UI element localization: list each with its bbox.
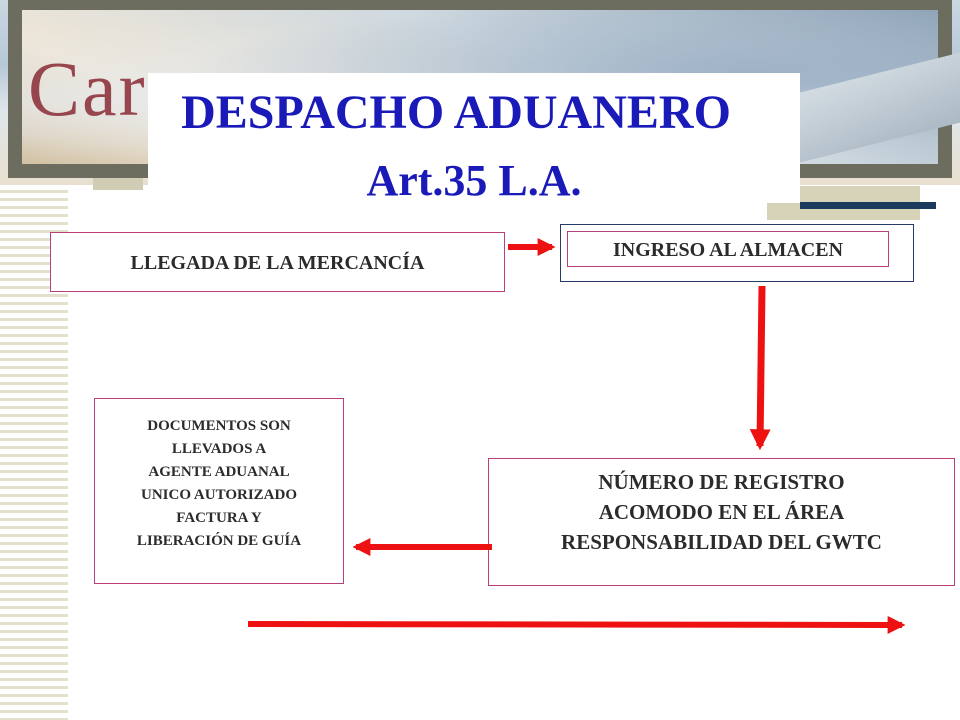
step-documentos-line: DOCUMENTOS SON [147,418,291,434]
title-box: DESPACHO ADUANERO Art.35 L.A. [148,73,800,205]
accent-bar-left [93,178,143,190]
accent-line-right [800,202,936,209]
arrow-bottom-long [247,615,906,634]
page-subtitle: Art.35 L.A. [366,156,582,205]
step-registro-line: NÚMERO DE REGISTRO [598,470,845,494]
step-documentos-box: DOCUMENTOS SON LLEVADOS A AGENTE ADUANAL… [94,398,344,584]
step-registro-box: NÚMERO DE REGISTRO ACOMODO EN EL ÁREA RE… [488,458,955,586]
step-ingreso-box: INGRESO AL ALMACEN [560,224,914,282]
step-ingreso-label: INGRESO AL ALMACEN [567,231,889,267]
arrow-ingreso-to-registro [749,285,771,451]
page-title: DESPACHO ADUANERO [181,86,731,139]
step-llegada-box: LLEGADA DE LA MERCANCÍA [50,232,505,292]
step-documentos-line: LIBERACIÓN DE GUÍA [136,533,302,549]
step-documentos-line: AGENTE ADUANAL [148,464,290,480]
step-registro-line: RESPONSABILIDAD DEL GWTC [561,530,882,554]
step-registro-line: ACOMODO EN EL ÁREA [598,500,845,524]
step-documentos-line: UNICO AUTORIZADO [141,487,297,503]
step-documentos-line: FACTURA Y [176,510,262,526]
step-documentos-line: LLEVADOS A [171,441,267,457]
step-llegada-label: LLEGADA DE LA MERCANCÍA [130,252,425,274]
